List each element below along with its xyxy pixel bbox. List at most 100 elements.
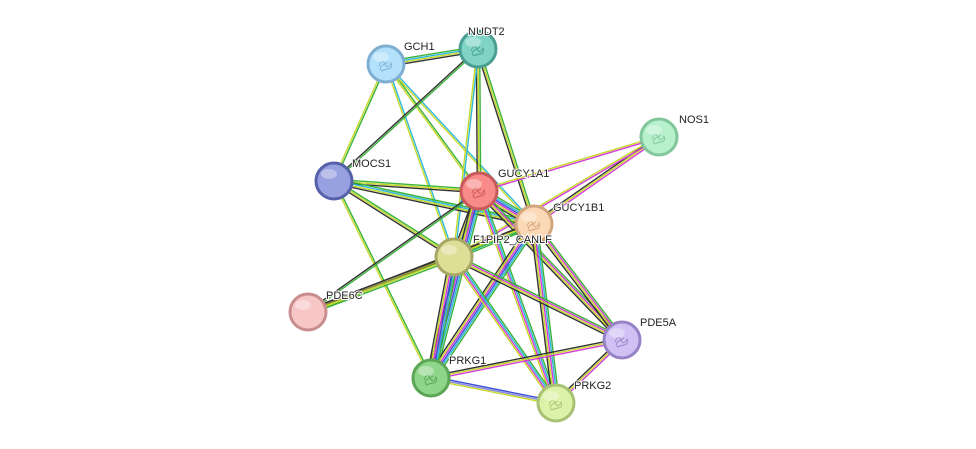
node-label-gch1: GCH1 xyxy=(404,41,435,53)
edge-nos1-f1pip2_canlf[interactable] xyxy=(452,135,661,259)
edge-evidence-yellow xyxy=(307,257,455,314)
node-gch1[interactable] xyxy=(366,44,406,84)
edge-evidence-black xyxy=(426,220,532,377)
edge-evidence-magenta xyxy=(452,256,556,405)
node-circle[interactable] xyxy=(536,383,576,423)
edge-evidence-green xyxy=(434,257,459,380)
edge-evidence-olive xyxy=(307,255,455,312)
node-prkg1[interactable] xyxy=(411,358,451,398)
edge-evidence-green xyxy=(385,62,481,192)
edge-evidence-green xyxy=(334,63,388,183)
node-label-gucy1a1: GUCY1A1 xyxy=(498,168,549,180)
node-circle[interactable] xyxy=(411,358,451,398)
node-nos1[interactable] xyxy=(639,117,679,157)
edge-evidence-lavender xyxy=(430,377,557,404)
node-circle[interactable] xyxy=(639,117,679,157)
edge-pde5a-prkg1[interactable] xyxy=(429,337,624,381)
node-label-gucy1b1: GUCY1B1 xyxy=(553,202,604,214)
edge-nudt2-gucy1b1[interactable] xyxy=(475,47,537,226)
node-pde5a[interactable] xyxy=(602,320,642,360)
edge-gch1-f1pip2_canlf[interactable] xyxy=(384,63,456,258)
edge-evidence-yellow xyxy=(451,257,555,406)
edge-evidence-yellow xyxy=(452,135,660,257)
edge-nudt2-mocs1[interactable] xyxy=(332,47,480,183)
edge-evidence-black xyxy=(332,47,479,182)
node-prkg2[interactable] xyxy=(536,383,576,423)
node-label-f1pip2_canlf: F1PIP2_CANLF xyxy=(473,234,552,246)
node-circle[interactable] xyxy=(459,171,499,211)
edge-evidence-magenta xyxy=(478,137,660,193)
edge-evidence-magenta xyxy=(453,255,624,340)
edge-evidence-black xyxy=(332,182,535,228)
node-pde6c[interactable] xyxy=(288,292,328,332)
node-label-prkg1: PRKG1 xyxy=(449,355,486,367)
edge-evidence-magenta xyxy=(533,223,557,404)
edge-evidence-cyan xyxy=(454,255,558,404)
edge-gucy1a1-pde6c[interactable] xyxy=(306,189,481,314)
node-circle[interactable] xyxy=(434,237,474,277)
edge-evidence-yellow xyxy=(452,48,478,258)
edge-evidence-green xyxy=(454,254,624,339)
node-mocs1[interactable] xyxy=(314,161,354,201)
edge-gucy1b1-prkg2[interactable] xyxy=(529,222,561,405)
edge-evidence-black xyxy=(426,255,451,378)
edge-evidence-yellow xyxy=(531,223,556,404)
edge-evidence-yellow xyxy=(384,63,535,226)
edge-gch1-gucy1b1[interactable] xyxy=(384,62,536,226)
edge-gch1-gucy1a1[interactable] xyxy=(384,62,481,193)
edge-evidence-cyan xyxy=(385,62,536,225)
edge-gucy1b1-prkg1[interactable] xyxy=(426,220,539,382)
edge-evidence-blue xyxy=(431,256,456,379)
edge-evidence-cyan xyxy=(454,48,480,258)
edge-evidence-magenta xyxy=(477,190,556,404)
edge-f1pip2_canlf-pde5a[interactable] xyxy=(452,254,624,343)
node-circle[interactable] xyxy=(602,320,642,360)
node-gucy1a1[interactable] xyxy=(459,171,499,211)
edge-evidence-black xyxy=(452,258,622,343)
edge-evidence-yellow xyxy=(430,339,623,379)
edge-evidence-blue xyxy=(430,375,558,403)
edge-evidence-cyan xyxy=(432,256,458,380)
edge-evidence-magenta xyxy=(534,137,661,227)
edge-evidence-yellow xyxy=(332,62,386,182)
edge-f1pip2_canlf-prkg2[interactable] xyxy=(451,254,559,406)
edge-gch1-mocs1[interactable] xyxy=(332,62,388,183)
edge-mocs1-f1pip2_canlf[interactable] xyxy=(332,178,456,260)
edge-evidence-green xyxy=(478,47,537,225)
edge-f1pip2_canlf-prkg1[interactable] xyxy=(426,255,459,380)
edge-nudt2-f1pip2_canlf[interactable] xyxy=(452,48,480,258)
edge-evidence-yellow xyxy=(475,191,555,405)
node-label-nos1: NOS1 xyxy=(679,114,709,126)
edge-mocs1-prkg1[interactable] xyxy=(332,179,433,380)
edge-evidence-yellow xyxy=(477,190,623,342)
edge-gucy1a1-prkg2[interactable] xyxy=(475,189,560,405)
node-circle[interactable] xyxy=(288,292,328,332)
edge-nos1-gucy1a1[interactable] xyxy=(478,135,660,193)
node-circle[interactable] xyxy=(366,44,406,84)
labels-layer: GCH1NUDT2NOS1MOCS1GUCY1A1GUCY1B1F1PIP2_C… xyxy=(325,25,710,393)
edge-f1pip2_canlf-pde6c[interactable] xyxy=(306,253,456,316)
edge-evidence-black xyxy=(531,224,621,343)
edge-evidence-black xyxy=(529,223,554,405)
edge-evidence-green xyxy=(535,221,625,340)
edge-evidence-yellow xyxy=(429,378,557,406)
edge-prkg1-prkg2[interactable] xyxy=(429,375,558,406)
edges-layer xyxy=(306,45,661,406)
edge-evidence-black xyxy=(306,189,480,313)
node-circle[interactable] xyxy=(314,161,354,201)
edge-evidence-green xyxy=(455,254,559,403)
edge-mocs1-gucy1a1[interactable] xyxy=(333,178,480,194)
edge-evidence-black xyxy=(333,181,480,194)
edge-evidence-magenta xyxy=(453,137,661,259)
edge-evidence-yellow xyxy=(532,223,623,342)
edge-evidence-yellow xyxy=(384,63,454,258)
node-f1pip2_canlf[interactable] xyxy=(434,237,474,277)
edge-evidence-yellow xyxy=(333,180,480,192)
node-label-prkg2: PRKG2 xyxy=(574,380,611,392)
edge-gucy1b1-pde5a[interactable] xyxy=(531,221,625,343)
edge-evidence-green xyxy=(333,178,480,191)
node-label-nudt2: NUDT2 xyxy=(468,26,505,38)
edge-evidence-cyan xyxy=(479,190,558,404)
edge-evidence-yellow xyxy=(478,135,660,191)
